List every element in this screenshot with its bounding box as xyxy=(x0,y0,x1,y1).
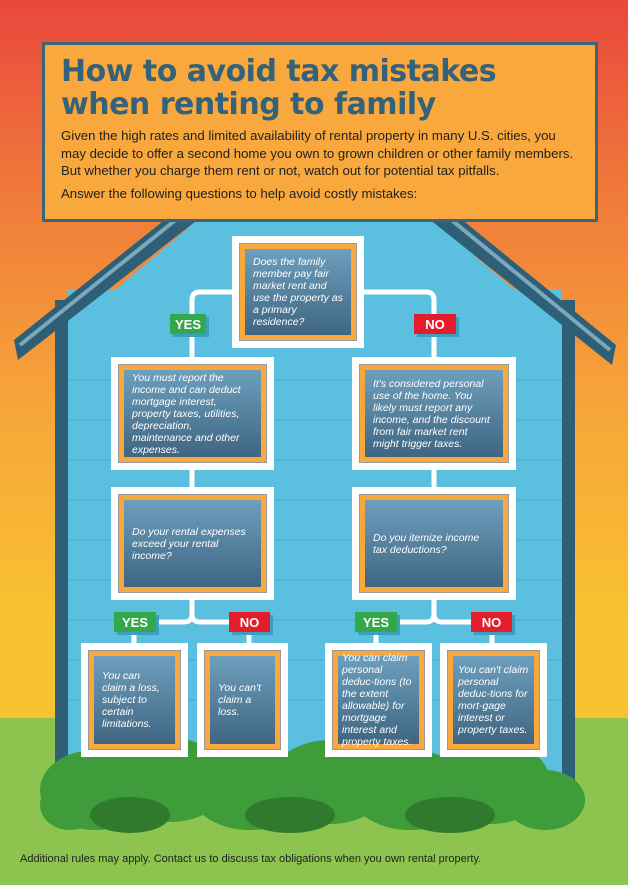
prompt-text: Answer the following questions to help a… xyxy=(61,185,418,201)
q2-no-label: NO xyxy=(229,612,270,632)
question-1-text: Does the family member pay fair market r… xyxy=(245,249,351,335)
question-3-box: Do you itemize income tax deductions? xyxy=(352,487,516,600)
answer-yes-box: You must report the income and can deduc… xyxy=(111,357,274,470)
q3-no-answer-box: You can't claim personal deduc-tions for… xyxy=(440,643,547,757)
intro-text: Given the high rates and limited availab… xyxy=(61,128,574,178)
q3-yes-answer-text: You can claim personal deduc-tions (to t… xyxy=(338,652,419,748)
q3-no-answer-text: You can't claim personal deduc-tions for… xyxy=(453,656,534,744)
answer-yes-text: You must report the income and can deduc… xyxy=(124,370,261,457)
q3-yes-answer-box: You can claim personal deduc-tions (to t… xyxy=(325,643,432,757)
q1-yes-label: YES xyxy=(170,314,206,334)
q2-no-answer-box: You can't claim a loss. xyxy=(197,643,288,757)
question-1-box: Does the family member pay fair market r… xyxy=(232,236,364,348)
q1-no-label: NO xyxy=(414,314,456,334)
q2-yes-answer-text: You can claim a loss, subject to certain… xyxy=(94,656,175,744)
answer-no-text: It's considered personal use of the home… xyxy=(365,370,503,457)
question-3-text: Do you itemize income tax deductions? xyxy=(365,500,503,587)
title-line-2: when renting to family xyxy=(61,87,436,122)
question-2-box: Do your rental expenses exceed your rent… xyxy=(111,487,274,600)
answer-no-box: It's considered personal use of the home… xyxy=(352,357,516,470)
q2-yes-label: YES xyxy=(114,612,156,632)
q3-yes-label: YES xyxy=(355,612,397,632)
footer-note: Additional rules may apply. Contact us t… xyxy=(20,853,482,865)
gable xyxy=(68,120,562,330)
q2-no-answer-text: You can't claim a loss. xyxy=(210,656,275,744)
q3-no-label: NO xyxy=(471,612,512,632)
title-line-1: How to avoid tax mistakes xyxy=(61,54,497,89)
question-2-text: Do your rental expenses exceed your rent… xyxy=(124,500,261,587)
flow-connectors xyxy=(131,289,495,643)
q2-yes-answer-box: You can claim a loss, subject to certain… xyxy=(81,643,188,757)
